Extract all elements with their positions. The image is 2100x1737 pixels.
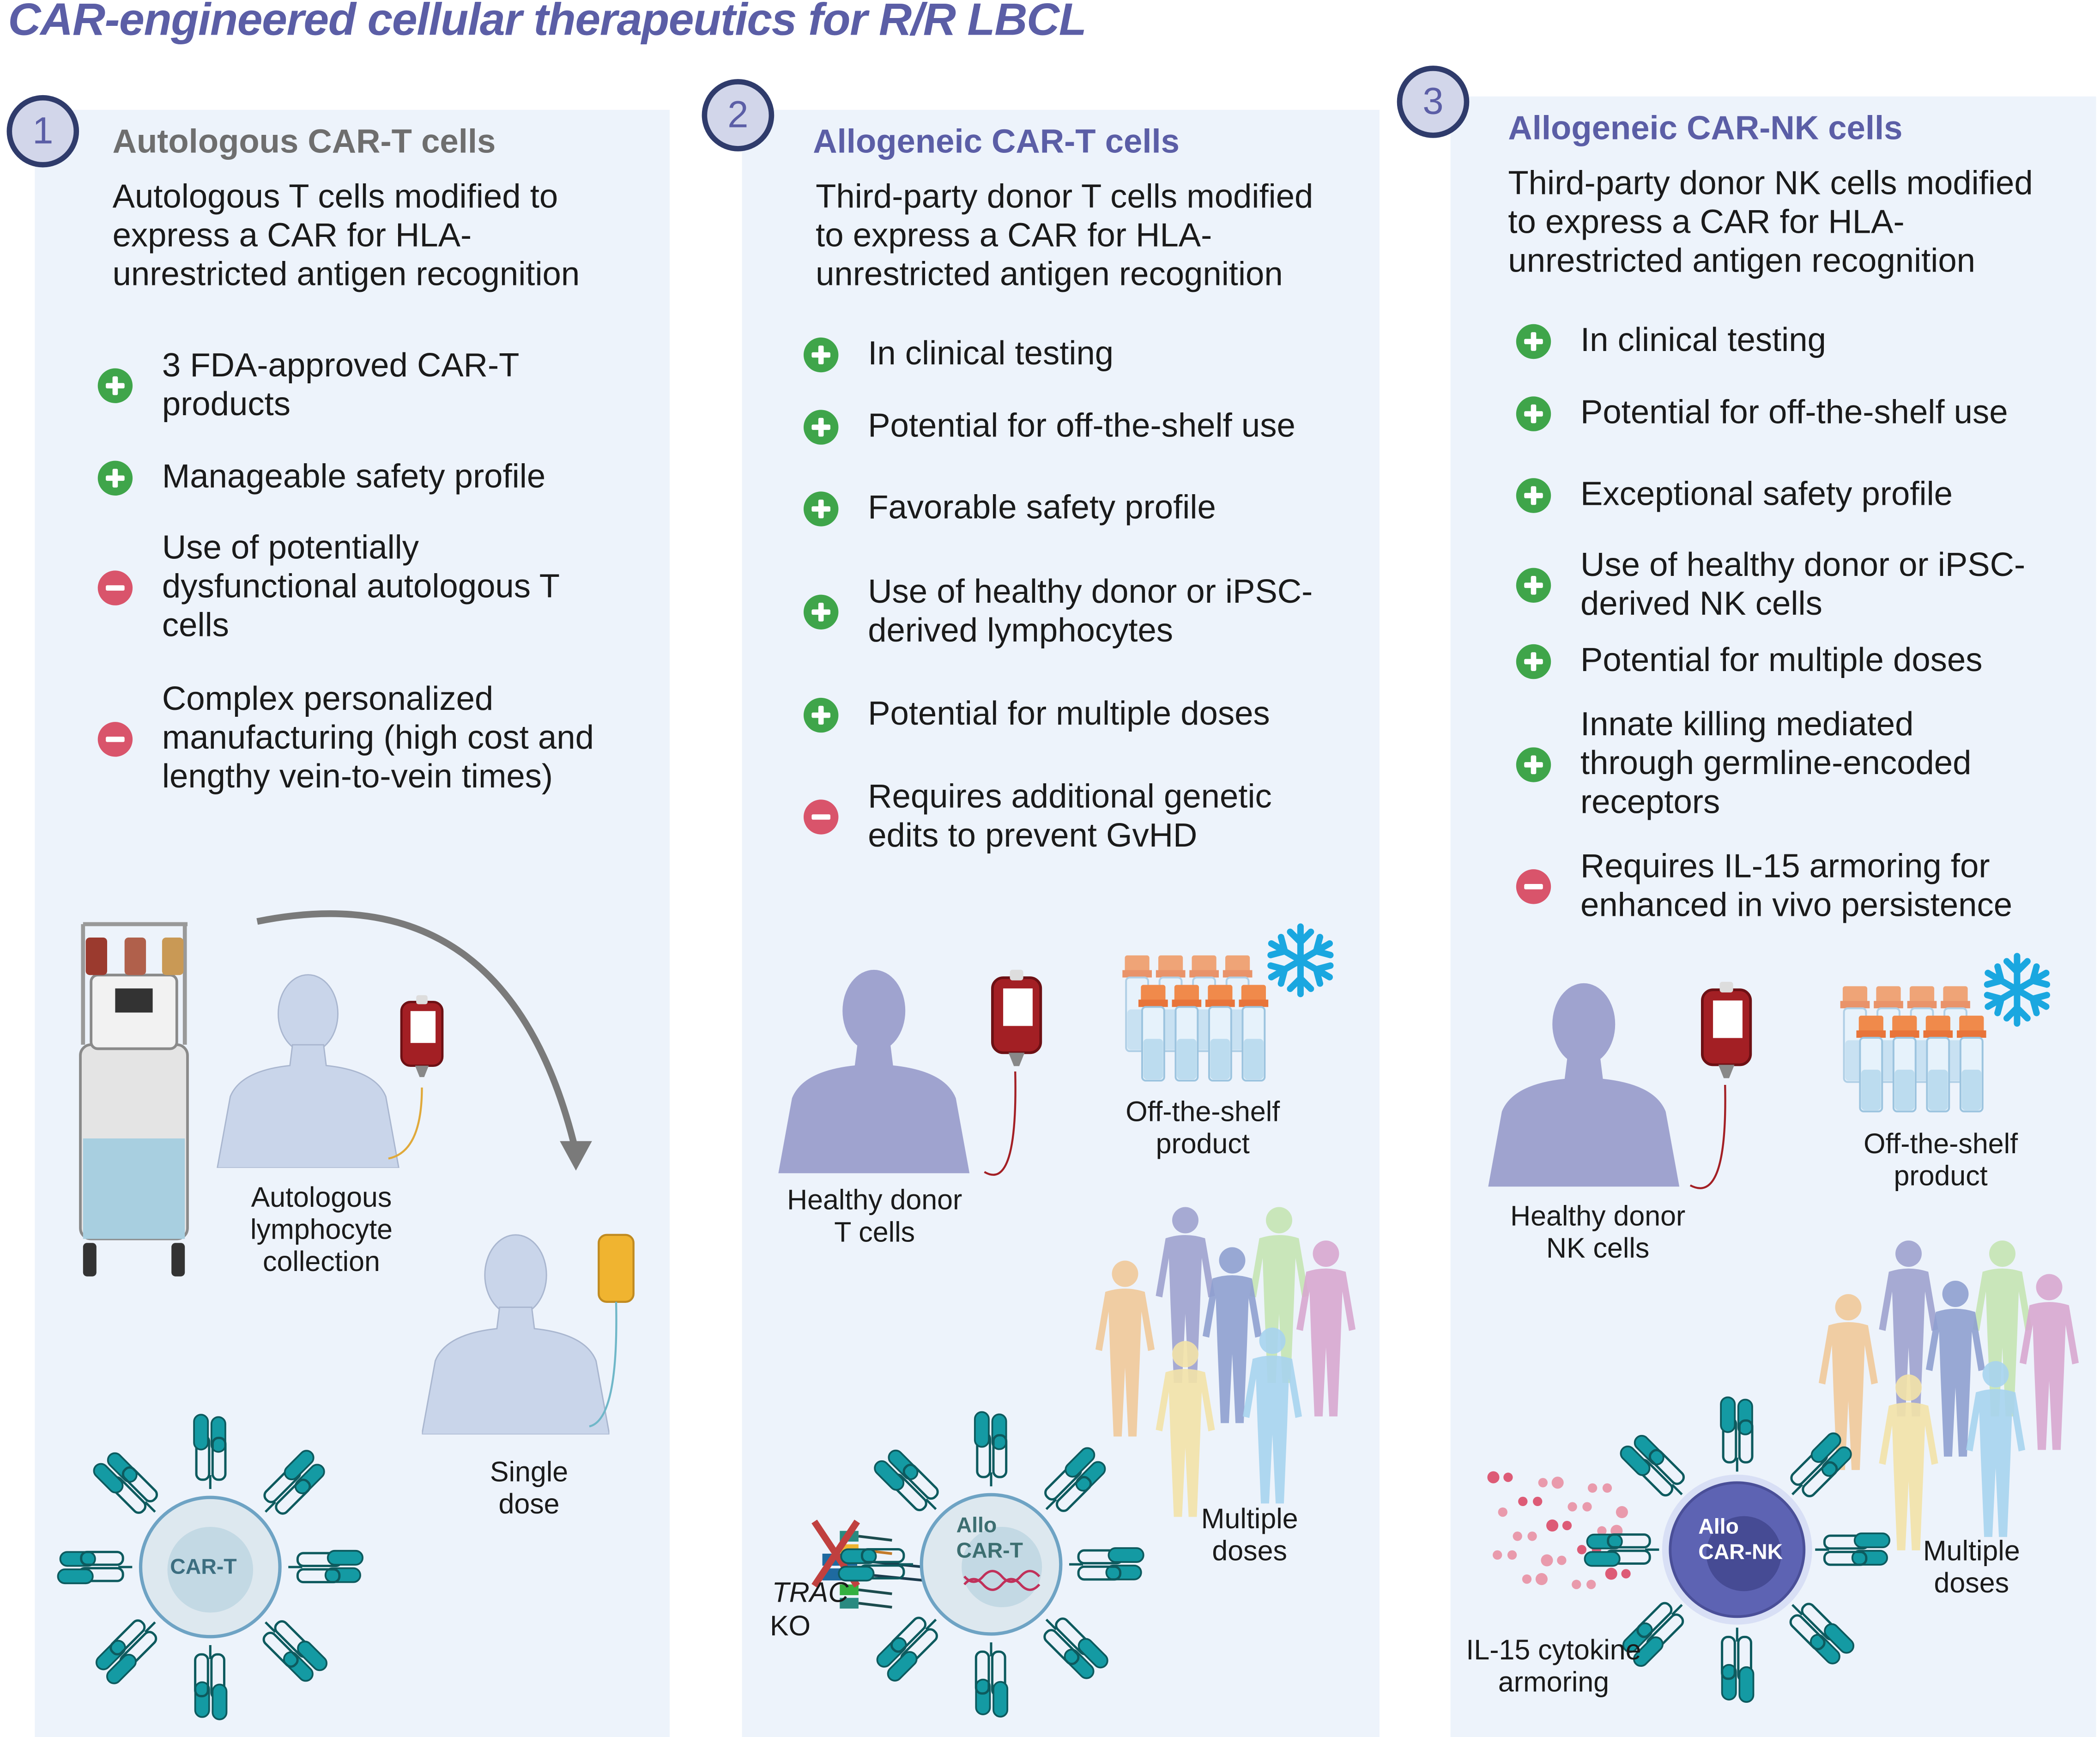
con-item: Use of potentially dysfunctional autolog…	[97, 529, 560, 646]
pro-item: Favorable safety profile	[804, 489, 1216, 528]
panel-number-badge: 1	[6, 95, 79, 168]
plus-icon	[1516, 643, 1551, 678]
item-text: Exceptional safety profile	[1580, 475, 1953, 513]
item-text: Requires IL-15 armoring for enhanced in …	[1580, 847, 2013, 925]
panel-number-badge: 3	[1397, 66, 1470, 138]
plus-icon	[1516, 746, 1551, 782]
pro-item: Innate killing mediated through germline…	[1516, 706, 1972, 822]
minus-icon	[804, 799, 839, 835]
minus-icon	[97, 569, 133, 605]
il15-label: IL-15 cytokine armoring	[1466, 1635, 1641, 1699]
plus-icon	[1516, 323, 1551, 358]
con-item: Complex personalized manufacturing (high…	[97, 680, 594, 797]
cell-label: Allo CAR-NK	[1698, 1516, 1783, 1565]
item-text: Use of healthy donor or iPSC- derived NK…	[1580, 546, 2026, 623]
panel-description: Third-party donor NK cells modified to e…	[1508, 164, 2033, 280]
panel-heading: Allogeneic CAR-NK cells	[1508, 109, 1903, 147]
item-text: Use of potentially dysfunctional autolog…	[162, 529, 560, 644]
panel-description: Autologous T cells modified to express a…	[112, 178, 580, 294]
pro-item: Potential for off-the-shelf use	[804, 407, 1295, 446]
doses-label: Multiple doses	[1923, 1536, 2020, 1599]
pro-item: In clinical testing	[804, 335, 1114, 374]
pro-item: In clinical testing	[1516, 321, 1826, 360]
item-text: In clinical testing	[1580, 321, 1826, 359]
figure-title: CAR-engineered cellular therapeutics for…	[8, 0, 1087, 46]
plus-icon	[804, 409, 839, 444]
panel-number-badge: 2	[702, 79, 775, 151]
item-text: Requires additional genetic edits to pre…	[868, 778, 1272, 855]
plus-icon	[804, 490, 839, 526]
item-text: Potential for multiple doses	[868, 695, 1270, 733]
item-text: Potential for off-the-shelf use	[868, 407, 1295, 445]
pro-item: Potential for off-the-shelf use	[1516, 394, 2008, 433]
panel-heading: Allogeneic CAR-T cells	[813, 123, 1180, 161]
plus-icon	[1516, 395, 1551, 431]
plus-icon	[804, 697, 839, 732]
donor-label: Healthy donor NK cells	[1510, 1201, 1686, 1265]
item-text: 3 FDA-approved CAR-T products	[162, 347, 520, 424]
con-item: Requires additional genetic edits to pre…	[804, 778, 1272, 856]
pro-item: Exceptional safety profile	[1516, 476, 1953, 514]
item-text: Favorable safety profile	[868, 489, 1216, 527]
pro-item: Potential for multiple doses	[804, 695, 1270, 734]
item-text: Manageable safety profile	[162, 458, 546, 496]
trac-label: TRAC	[772, 1578, 849, 1609]
product-label: Off-the-shelf product	[1126, 1097, 1280, 1160]
panel-heading: Autologous CAR-T cells	[112, 123, 496, 161]
pro-item: Use of healthy donor or iPSC- derived NK…	[1516, 546, 2025, 624]
minus-icon	[1516, 869, 1551, 904]
plus-icon	[1516, 477, 1551, 513]
item-text: Use of healthy donor or iPSC- derived ly…	[868, 573, 1313, 650]
plus-icon	[97, 460, 133, 495]
item-text: Complex personalized manufacturing (high…	[162, 680, 594, 796]
item-text: In clinical testing	[868, 335, 1114, 373]
pro-item: 3 FDA-approved CAR-T products	[97, 347, 520, 424]
item-text: Innate killing mediated through germline…	[1580, 706, 1972, 821]
item-text: Potential for off-the-shelf use	[1580, 393, 2008, 431]
item-text: Potential for multiple doses	[1580, 642, 1983, 679]
plus-icon	[1516, 568, 1551, 603]
pro-item: Manageable safety profile	[97, 458, 546, 497]
single-dose-label: Single dose	[490, 1457, 569, 1520]
product-label: Off-the-shelf product	[1864, 1129, 2018, 1192]
doses-label: Multiple doses	[1201, 1504, 1298, 1567]
collection-label: Autologous lymphocyte collection	[250, 1182, 393, 1278]
con-item: Requires IL-15 armoring for enhanced in …	[1516, 848, 2012, 926]
plus-icon	[97, 368, 133, 403]
panel-description: Third-party donor T cells modified to ex…	[816, 178, 1313, 294]
plus-icon	[804, 337, 839, 372]
pro-item: Use of healthy donor or iPSC- derived ly…	[804, 573, 1313, 651]
ko-label: KO	[770, 1611, 811, 1642]
pro-item: Potential for multiple doses	[1516, 642, 1983, 680]
cell-label: CAR-T	[170, 1556, 237, 1580]
donor-label: Healthy donor T cells	[787, 1185, 962, 1248]
plus-icon	[804, 594, 839, 629]
cell-label: Allo CAR-T	[956, 1514, 1023, 1563]
minus-icon	[97, 721, 133, 757]
